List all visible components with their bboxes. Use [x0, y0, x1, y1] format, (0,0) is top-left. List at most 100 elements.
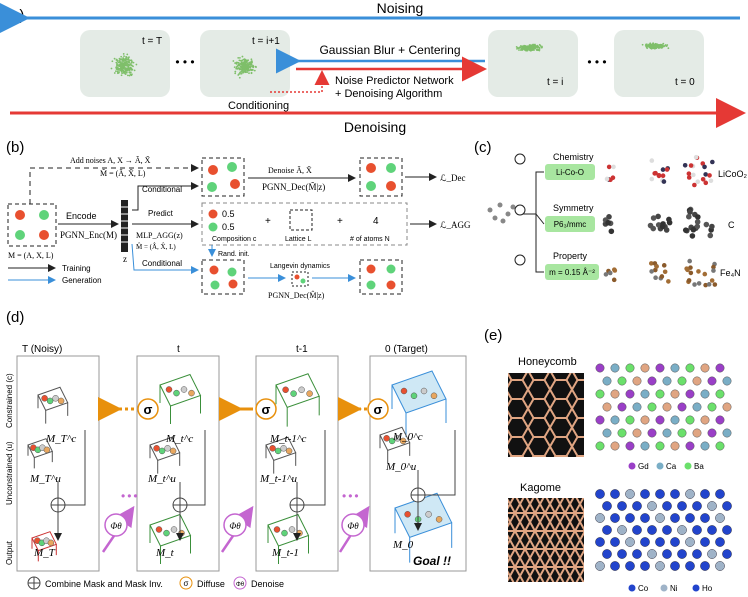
ellipsis-2: • • • — [587, 55, 606, 69]
kg-atom — [625, 537, 635, 547]
kg-atom — [595, 561, 605, 571]
noise-point — [113, 57, 116, 60]
generation-label: Generation — [62, 276, 102, 285]
latent-z-bar — [121, 200, 128, 252]
noise-point — [115, 68, 118, 70]
hc-atom — [707, 428, 717, 438]
noise-point — [131, 68, 134, 71]
hc-atom — [595, 441, 605, 451]
label-M0u: M_0^u — [385, 461, 417, 473]
mlp-label: MLP_AGG(z) — [136, 231, 183, 240]
hc-atom — [692, 402, 702, 412]
col-t: t — [177, 344, 180, 355]
noise-point — [538, 47, 541, 50]
seed-atoms — [487, 202, 516, 224]
loss-agg: ℒ_AGG — [440, 220, 471, 230]
noisy-structure-box — [201, 157, 245, 197]
noise-point — [250, 69, 253, 72]
kg-atom — [647, 525, 657, 535]
sigma-1: σ — [144, 402, 153, 417]
kg-atom — [632, 525, 642, 535]
hc-atom — [602, 428, 612, 438]
noise-point — [125, 64, 128, 67]
unit-cell — [31, 531, 58, 562]
crystal-atom — [688, 270, 694, 276]
hc-atom — [692, 428, 702, 438]
generated-structure-box — [359, 259, 403, 295]
noise-point — [250, 58, 253, 61]
kg-atom — [625, 561, 635, 571]
legend-ca: Ca — [666, 462, 677, 471]
hc-atom — [700, 363, 710, 373]
noise-point — [242, 68, 245, 71]
kg-atom — [670, 561, 680, 571]
conditioning-label: Conditioning — [228, 100, 289, 112]
crystal-atom — [650, 225, 657, 232]
kg-atom — [655, 489, 665, 499]
noise-point — [118, 60, 121, 63]
pgnn-dec-label: PGNN_Dec(M̃|z) — [262, 182, 325, 192]
noise-point — [124, 68, 126, 71]
kg-atom — [662, 501, 672, 511]
hc-atom — [655, 389, 665, 399]
noise-cloud-i1 — [232, 55, 257, 79]
crystal-atom — [603, 272, 609, 277]
noise-point — [237, 64, 239, 67]
noise-point — [249, 61, 252, 64]
noise-point — [133, 69, 136, 72]
composition-label: Composition c — [212, 236, 257, 243]
hc-atom — [632, 402, 642, 412]
phi-dots-1: ••• — [121, 489, 140, 503]
crystal-atom — [700, 176, 706, 182]
noise-point — [128, 68, 131, 70]
ellipsis-1: • • • — [175, 55, 194, 69]
kg-atom — [625, 489, 635, 499]
panel-a-label: (a) — [6, 7, 24, 24]
panel-d-label: (d) — [6, 309, 24, 326]
legend-swatch-ho — [692, 584, 700, 592]
conditional-bottom-arrow — [131, 243, 199, 274]
label-Mt1c: M_t-1^c — [269, 433, 307, 445]
noise-point — [664, 44, 667, 47]
crystal-atom — [686, 278, 692, 283]
kg-atom — [692, 549, 702, 559]
noise-point — [122, 57, 124, 59]
rand-init-label: Rand. init. — [218, 251, 250, 258]
crystal-atom — [707, 173, 712, 178]
hc-atom — [640, 415, 650, 425]
hc-atom — [715, 389, 725, 399]
crystal-atom — [656, 173, 662, 179]
crystal-atom — [659, 274, 665, 279]
crystal-atom — [666, 279, 671, 284]
comp-val-1: 0.5 — [222, 209, 235, 219]
crystal-atom — [648, 261, 654, 266]
kg-atom — [595, 537, 605, 547]
crystal-atom — [686, 175, 692, 180]
hc-atom — [602, 402, 612, 412]
noise-point — [131, 60, 133, 63]
noise-point — [127, 61, 129, 64]
crystal-atom — [692, 182, 697, 188]
crystal-atom — [709, 223, 715, 230]
hc-atom — [632, 428, 642, 438]
hc-atom — [707, 376, 717, 386]
noise-point — [646, 44, 648, 47]
noise-point — [534, 45, 537, 47]
phi-icon-3 — [341, 513, 365, 537]
crystal-atom — [649, 158, 655, 163]
kg-atom — [715, 537, 725, 547]
hc-atom — [625, 389, 635, 399]
noise-point — [245, 63, 248, 66]
crystal-atom — [690, 226, 697, 233]
noising-label: Noising — [377, 0, 424, 16]
noise-point — [123, 66, 126, 69]
noise-point — [240, 72, 243, 75]
noise-point — [126, 69, 129, 72]
kg-atom — [670, 537, 680, 547]
hc-atom — [692, 376, 702, 386]
crystal-atom — [605, 219, 611, 226]
hc-atom — [722, 376, 732, 386]
